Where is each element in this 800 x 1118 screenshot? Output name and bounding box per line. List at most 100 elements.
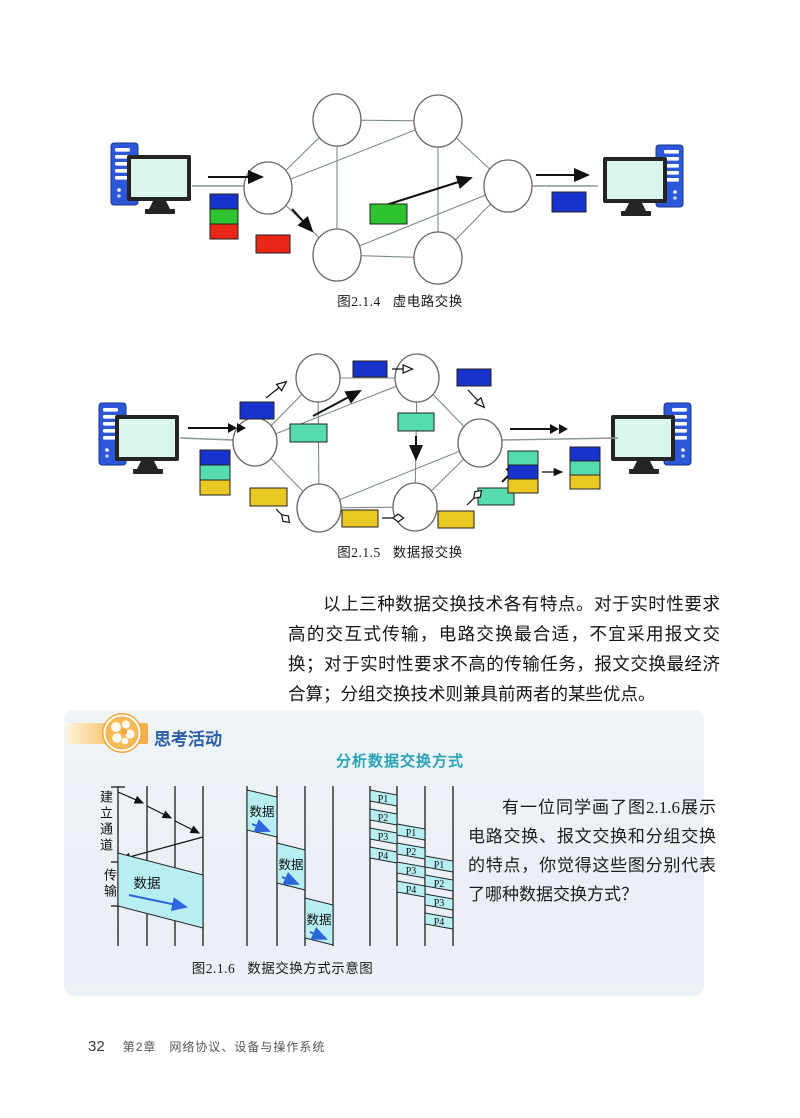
packet-blue <box>569 446 601 462</box>
network-node <box>312 228 362 282</box>
network-node <box>296 483 342 533</box>
network-nodes <box>243 93 533 285</box>
packet-label: P3 <box>406 866 417 877</box>
packet-stack-sender <box>199 449 231 496</box>
path-arrow-icon <box>466 491 481 506</box>
packet-label: P3 <box>378 832 389 843</box>
packet-teal <box>569 460 601 476</box>
packet-blue <box>199 449 231 466</box>
network-node <box>392 482 438 532</box>
packet-label: P4 <box>378 851 389 862</box>
packet-blue <box>209 193 239 210</box>
packet-teal <box>199 464 231 481</box>
figure-caption: 图2.1.5 数据报交换 <box>80 541 720 561</box>
activity-badge-label: 思考活动 <box>154 730 222 749</box>
page-number: 32 <box>88 1038 105 1055</box>
figure-title: 数据交换方式示意图 <box>247 961 374 976</box>
packet-stack-reordered <box>569 446 601 490</box>
packet-red <box>209 223 239 240</box>
path-arrow-icon <box>312 390 362 417</box>
sender-computer-icon <box>110 142 192 215</box>
activity-title: 分析数据交换方式 <box>335 753 464 770</box>
receiver-computer-icon <box>610 402 692 475</box>
packet-label: P2 <box>406 847 417 858</box>
data-block-label: 数据 <box>306 912 331 927</box>
data-block-label: 数据 <box>249 804 274 819</box>
timeline-packet-switching: P1 P2 P3 P4 P1 P2 P3 P4 P1 P2 P3 P4 <box>369 786 454 946</box>
network-node <box>243 161 293 215</box>
packet-blue <box>507 464 539 480</box>
network-node <box>457 418 503 468</box>
packet-label: P2 <box>378 813 389 824</box>
packet-stack-arriving <box>507 450 539 494</box>
packet-blue <box>352 360 388 378</box>
send-arrow-icon <box>188 423 246 433</box>
network-node <box>413 94 463 148</box>
deliver-arrow-icon <box>510 424 568 434</box>
network-links <box>267 119 509 259</box>
packet-teal <box>397 412 435 432</box>
packet-label: P2 <box>434 879 445 890</box>
packet-block <box>424 893 454 911</box>
figure-title: 数据报交换 <box>392 545 463 560</box>
thinking-activity-icon <box>102 713 142 753</box>
activity-question: 有一位同学画了图2.1.6展示电路交换、报文交换和分组交换的特点，你觉得这些图分… <box>468 798 716 904</box>
page-footer: 32 第2章 网络协议、设备与操作系统 <box>88 1038 325 1055</box>
timeline-message-switching: 数据 数据 数据 <box>246 786 334 946</box>
network-node <box>483 159 533 213</box>
packet-blue <box>551 191 587 213</box>
network-node <box>394 353 440 403</box>
figure-number: 图2.1.4 <box>337 294 381 309</box>
packet-label: P3 <box>434 898 445 909</box>
packet-yellow <box>341 509 379 528</box>
packet-label: P4 <box>406 885 417 896</box>
figure-number: 图2.1.6 <box>191 961 236 976</box>
packet-block <box>424 874 454 892</box>
packet-yellow <box>507 478 539 494</box>
figure-datagram-switching <box>98 353 692 533</box>
packet-red <box>255 234 291 254</box>
packet-teal <box>507 450 539 466</box>
chapter-title: 第2章 网络协议、设备与操作系统 <box>122 1040 326 1054</box>
data-block <box>117 852 204 929</box>
figure-virtual-circuit-switching <box>110 93 684 285</box>
path-arrow-icon <box>382 175 473 207</box>
receiver-computer-icon <box>602 144 684 217</box>
packet-blue <box>456 368 492 387</box>
path-arrow-icon <box>467 389 484 407</box>
packet-label: P1 <box>434 860 445 871</box>
network-node <box>312 93 362 147</box>
packet-yellow <box>199 479 231 496</box>
figure-switching-timelines: 数据 数据 数据 数据 P1 <box>111 786 454 946</box>
timeline-circuit-switching: 数据 <box>111 786 204 946</box>
packet-blue <box>239 401 275 420</box>
sender-computer-icon <box>98 402 180 475</box>
path-arrow-icon <box>291 208 314 233</box>
phase-label-transfer: 传输 <box>102 868 117 900</box>
packet-yellow <box>437 510 475 529</box>
data-block-label: 数据 <box>134 876 161 891</box>
packet-label: P1 <box>378 794 389 805</box>
data-block-label: 数据 <box>278 857 303 872</box>
network-node <box>413 231 463 285</box>
packet-yellow <box>249 487 288 507</box>
figure-caption: 图2.1.6 数据交换方式示意图 <box>85 957 480 977</box>
phase-label-setup: 建立通道 <box>98 790 113 854</box>
packet-teal <box>289 423 328 443</box>
packet-green <box>369 203 408 225</box>
figure-number: 图2.1.5 <box>337 545 381 560</box>
body-paragraph: 以上三种数据交换技术各有特点。对于实时性要求高的交互式传输，电路交换最合适，不宜… <box>288 594 720 704</box>
path-arrow-icon <box>265 382 286 399</box>
packet-label: P4 <box>434 917 445 928</box>
packet-block <box>369 789 398 807</box>
packet-block <box>396 823 426 841</box>
packet-block <box>424 912 454 930</box>
packet-yellow <box>569 474 601 490</box>
packet-stack-sender <box>209 193 239 240</box>
packet-block <box>424 855 454 873</box>
network-node <box>295 353 341 403</box>
packet-label: P1 <box>406 828 417 839</box>
path-arrow-icon <box>275 508 289 522</box>
packet-green <box>209 208 239 225</box>
